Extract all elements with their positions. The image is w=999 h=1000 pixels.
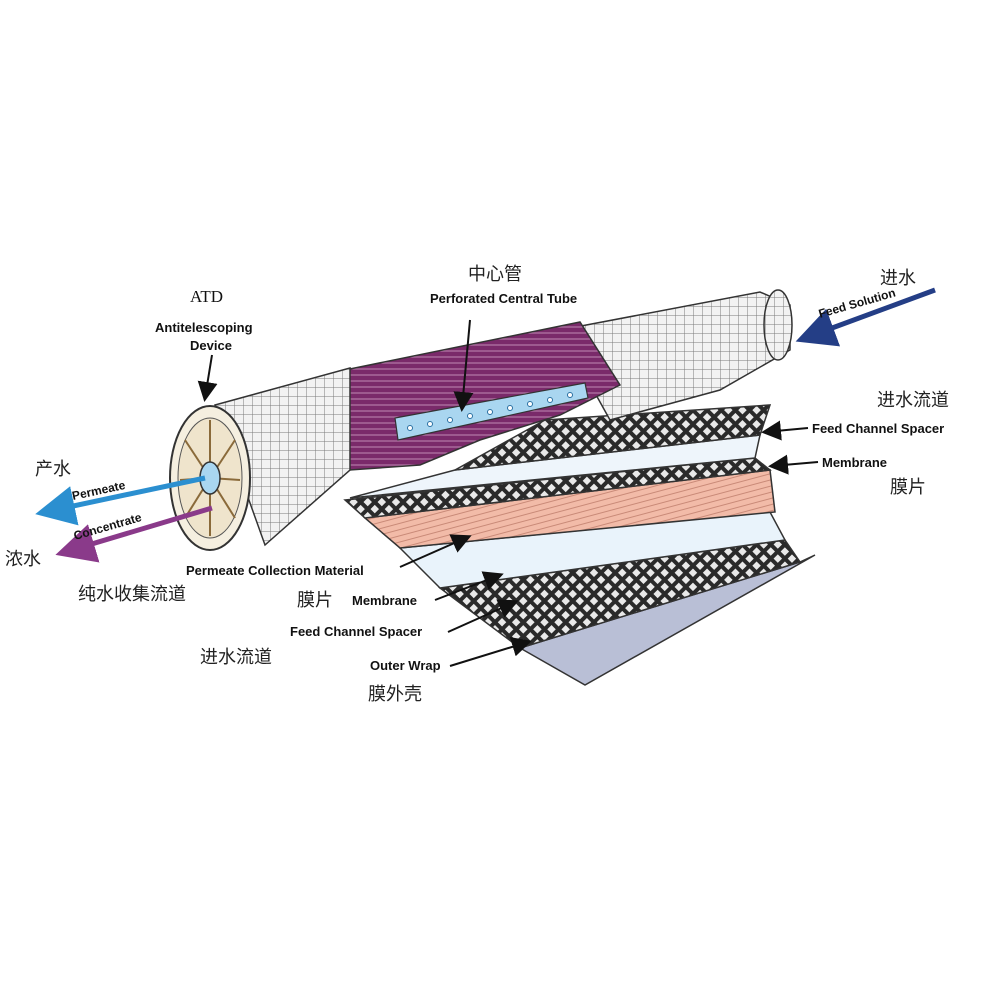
membrane-element-cylinder — [169, 289, 793, 551]
feed-en-label: Feed Solution — [817, 286, 897, 321]
outer-wrap-zh-label: 膜外壳 — [368, 684, 422, 705]
feed-spacer-lower-zh-label: 进水流道 — [200, 647, 272, 668]
unrolled-layers — [343, 404, 816, 686]
atd-name-line1: Antitelescoping — [155, 320, 253, 335]
central-tube-zh-label: 中心管 — [468, 264, 522, 285]
feed-spacer-top-en-label: Feed Channel Spacer — [812, 421, 944, 436]
atd-end-cap — [169, 405, 251, 551]
feed-channel-spacer-layer-upper — [454, 404, 772, 471]
central-tube-en-label: Perforated Central Tube — [430, 291, 577, 306]
perforated-central-tube — [394, 382, 589, 441]
permeate-collection-zh-label: 纯水收集流道 — [78, 584, 186, 605]
feed-arrow — [795, 287, 936, 347]
feed-spacer-lower-en-label: Feed Channel Spacer — [290, 624, 422, 639]
feed-zh-label: 进水 — [880, 268, 916, 289]
permeate-collection-en-label: Permeate Collection Material — [186, 563, 364, 578]
atd-name-line2: Device — [190, 338, 232, 353]
leader-arrows — [197, 319, 819, 667]
outer-wrap-right-section — [558, 291, 791, 421]
membrane-lower-en-label: Membrane — [352, 593, 417, 608]
atd-abbr-label: ATD — [190, 287, 223, 306]
right-end-cap — [763, 289, 793, 361]
permeate-zh-label: 产水 — [35, 459, 71, 480]
membrane-right-en-label: Membrane — [822, 455, 887, 470]
feed-spacer-top-zh-label: 进水流道 — [877, 390, 949, 411]
concentrate-zh-label: 浓水 — [5, 549, 41, 570]
permeate-arrow — [35, 475, 206, 526]
outer-wrap-en-label: Outer Wrap — [370, 658, 441, 673]
concentrate-arrow — [55, 505, 213, 563]
membrane-lower-zh-label: 膜片 — [297, 590, 333, 611]
membrane-right-zh-label: 膜片 — [890, 477, 926, 498]
